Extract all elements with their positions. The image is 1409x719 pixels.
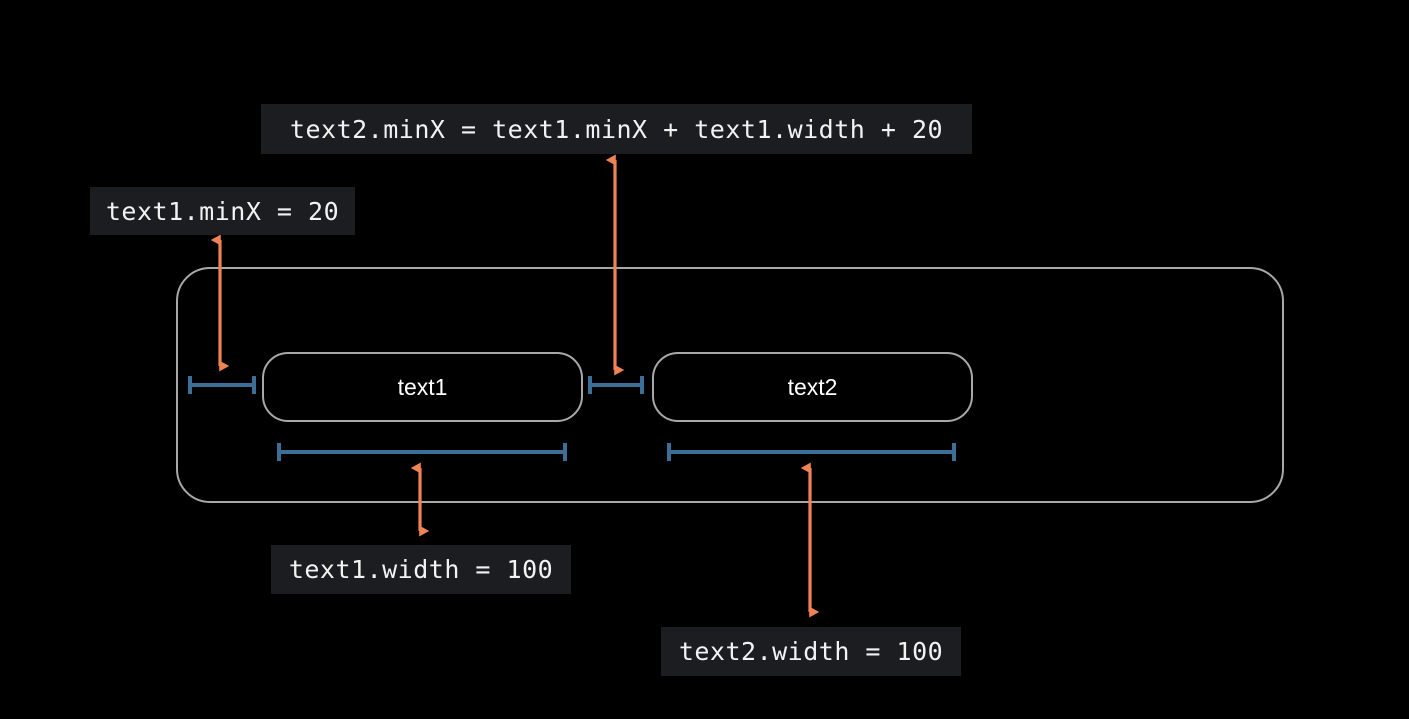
parent-container (176, 267, 1284, 503)
annotation-text1-minx: text1.minX = 20 (90, 187, 355, 235)
node-text2-label: text2 (787, 373, 838, 400)
node-text2[interactable]: text2 (652, 352, 973, 422)
annotation-text1-width: text1.width = 100 (271, 545, 571, 594)
annotation-text2-minx-formula: text2.minX = text1.minX + text1.width + … (261, 104, 972, 154)
node-text1-label: text1 (397, 373, 448, 400)
node-text1[interactable]: text1 (262, 352, 583, 422)
annotation-text2-width: text2.width = 100 (661, 627, 961, 676)
